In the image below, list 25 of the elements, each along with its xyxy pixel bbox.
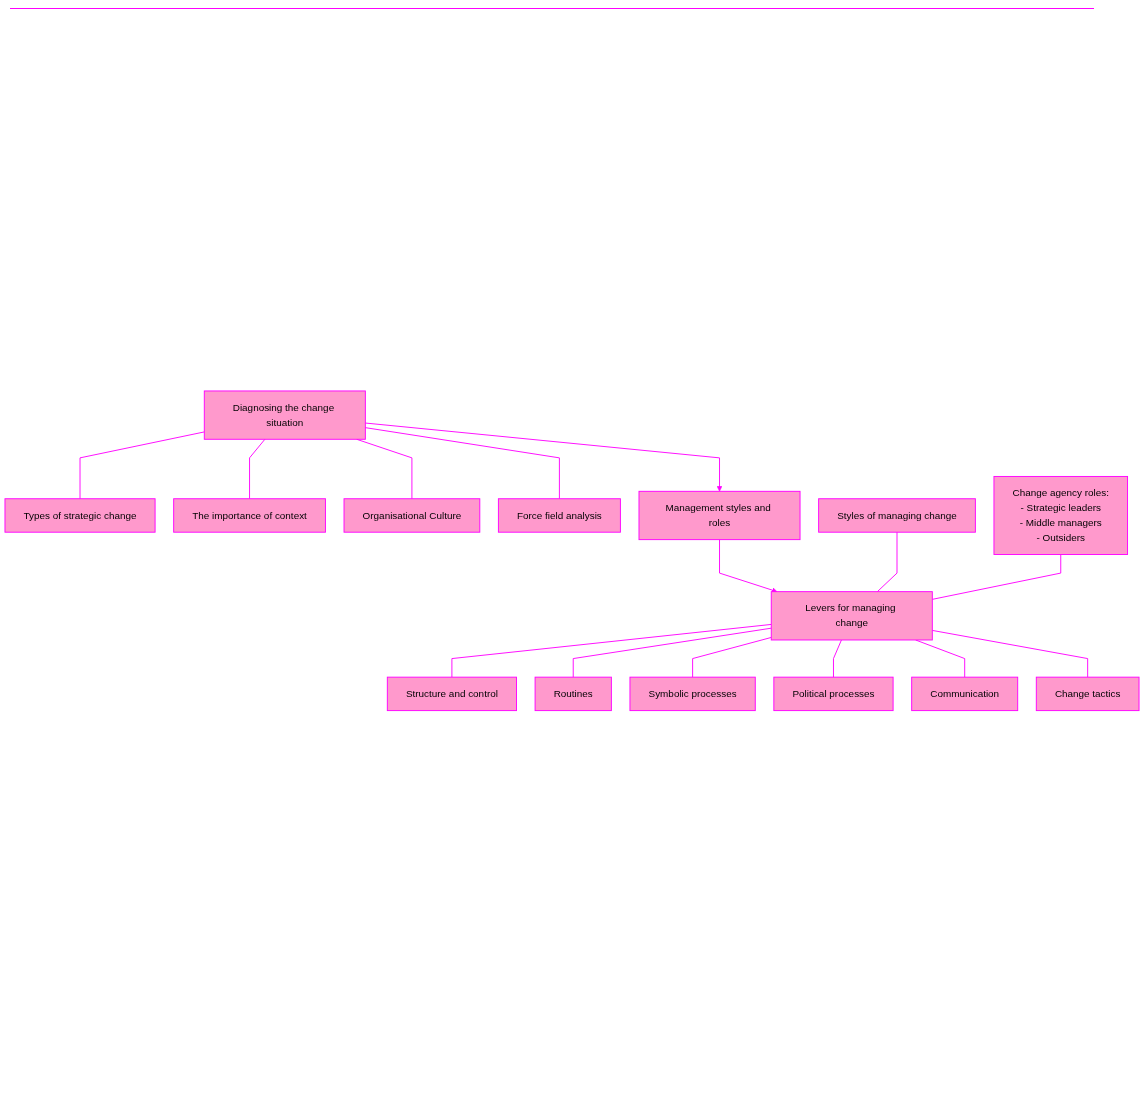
node-box: Structure and control [386, 676, 517, 712]
node-box: Communication [911, 676, 1019, 712]
connector [931, 554, 1062, 601]
node-box: Styles of managing change [818, 498, 976, 533]
connector [572, 627, 772, 678]
node-box: Change tactics [1035, 676, 1140, 712]
node-box: Symbolic processes [629, 676, 756, 712]
node-box: The importance of context [173, 498, 326, 533]
node-box: Types of strategic change [4, 498, 156, 533]
node-box: Organisational Culture [343, 498, 481, 533]
connector [79, 431, 205, 500]
node-box: Routines [534, 676, 612, 712]
node-box: Levers for managing change [770, 591, 933, 641]
connector [876, 531, 898, 593]
connector [833, 639, 842, 678]
connector [451, 624, 772, 678]
node-box: Political processes [773, 676, 894, 712]
node-box: Force field analysis [497, 498, 621, 533]
connector [249, 439, 266, 500]
node-box: Diagnosing the change situation [203, 390, 366, 440]
node-box: Change agency roles: - Strategic leaders - Middle managers - Outsiders [993, 476, 1128, 556]
connector [692, 637, 772, 678]
connector [931, 630, 1089, 678]
node-box: Management styles and roles [638, 491, 801, 541]
connector [364, 427, 560, 500]
